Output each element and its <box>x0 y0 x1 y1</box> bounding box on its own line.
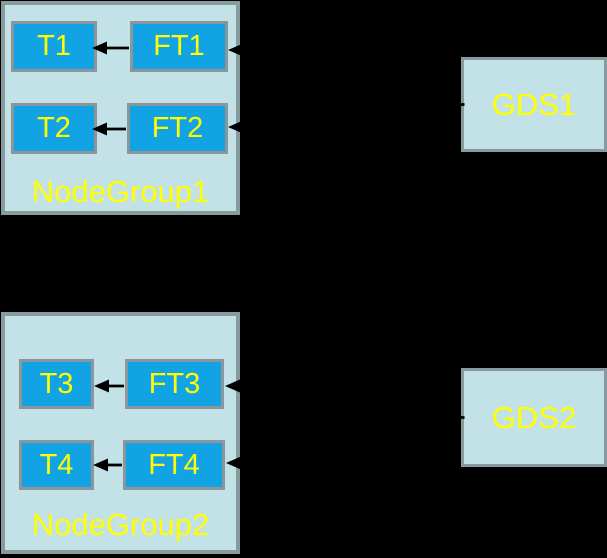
node-ft3: FT3 <box>125 359 224 409</box>
node-t3-label: T3 <box>39 367 74 400</box>
nodegroup1-label: NodeGroup1 <box>31 174 210 210</box>
node-t4-label: T4 <box>39 448 74 481</box>
node-t2: T2 <box>11 103 97 154</box>
node-ft2: FT2 <box>127 103 228 154</box>
node-ft1: FT1 <box>130 21 228 72</box>
gds1-label: GDS1 <box>491 87 577 122</box>
node-t2-label: T2 <box>37 112 71 144</box>
gds2-label: GDS2 <box>491 400 577 435</box>
node-t4: T4 <box>19 440 94 490</box>
gds2-box: GDS2 <box>461 368 607 467</box>
nodegroup2-box: T3 FT3 T4 FT4 NodeGroup2 <box>1 312 240 554</box>
node-ft2-label: FT2 <box>151 112 204 144</box>
gds1-box: GDS1 <box>461 57 607 152</box>
node-t1-label: T1 <box>37 30 71 62</box>
node-ft4: FT4 <box>123 440 225 490</box>
node-ft3-label: FT3 <box>148 367 201 400</box>
node-ft4-label: FT4 <box>148 448 200 481</box>
node-ft1-label: FT1 <box>153 30 205 62</box>
nodegroup1-box: T1 FT1 T2 FT2 NodeGroup1 <box>1 1 240 215</box>
node-t1: T1 <box>11 21 97 72</box>
node-t3: T3 <box>19 359 94 409</box>
nodegroup2-label: NodeGroup2 <box>31 507 210 543</box>
